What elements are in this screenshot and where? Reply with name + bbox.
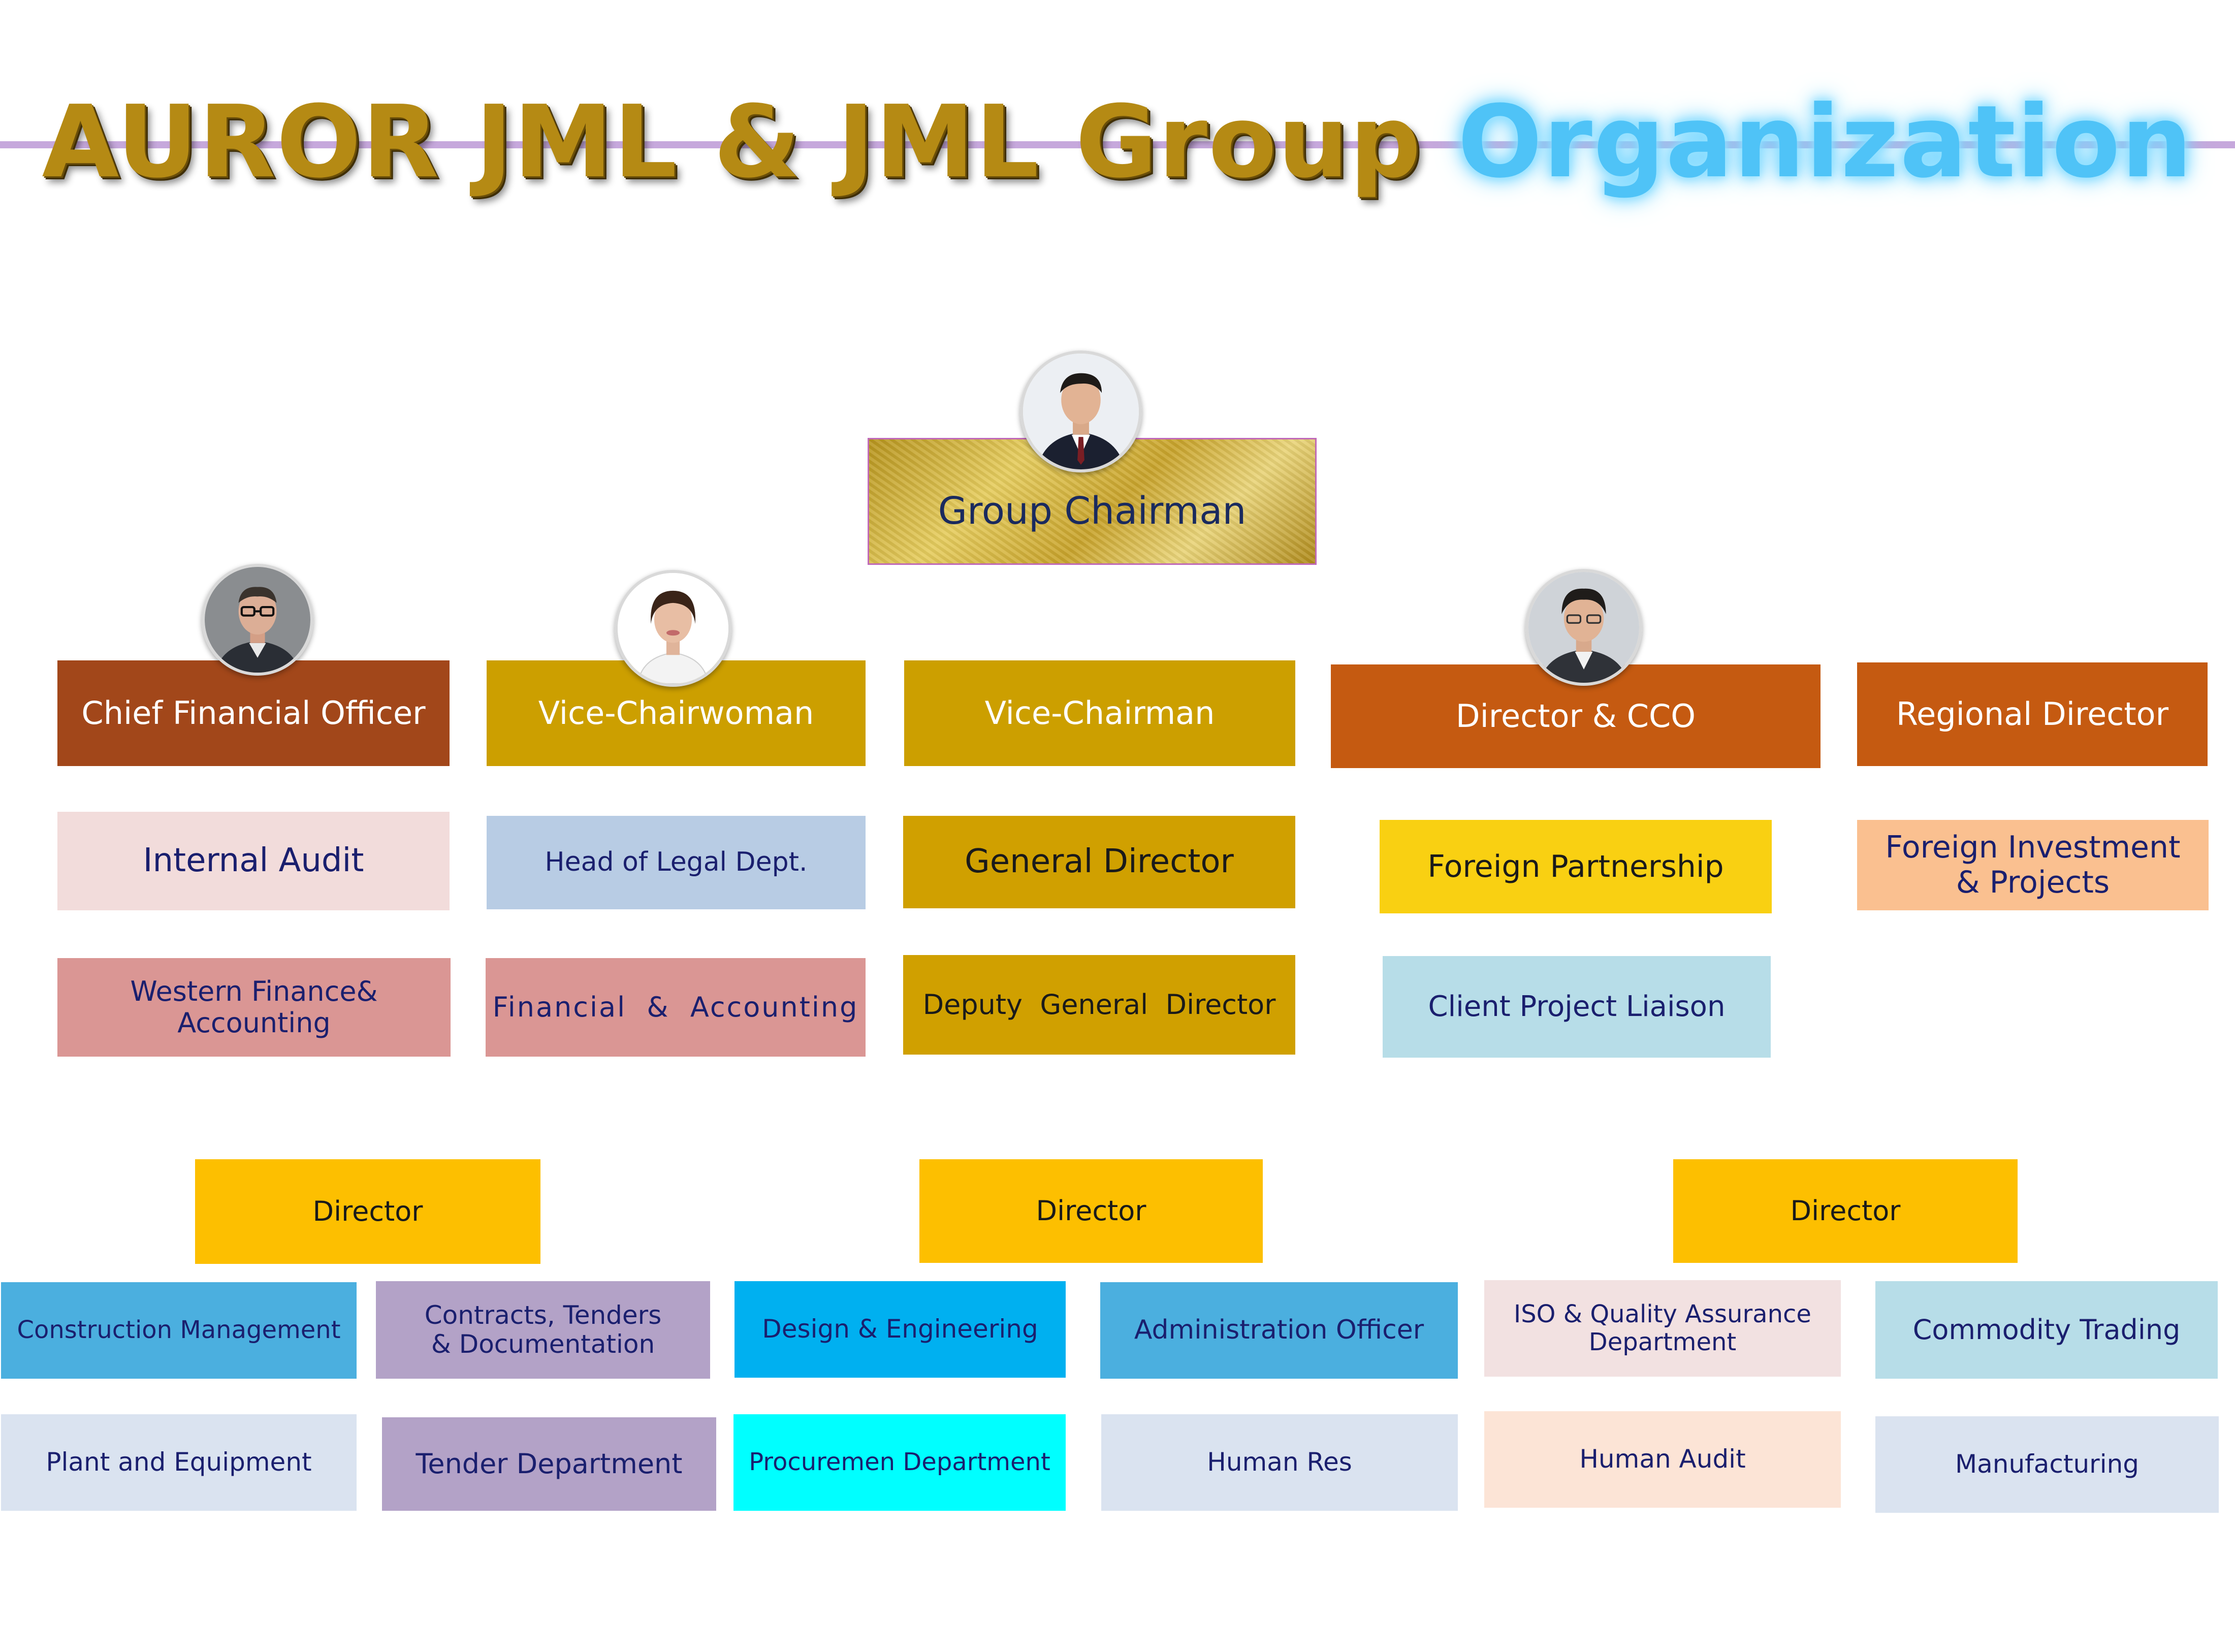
internal-audit-box[interactable]: Internal Audit xyxy=(57,812,450,910)
vice-chairman-box[interactable]: Vice-Chairman xyxy=(904,660,1295,766)
procurement-department-label: Procuremen Department xyxy=(749,1448,1050,1477)
director-label-1: Director xyxy=(312,1195,423,1227)
contracts-tenders-box[interactable]: Contracts, Tenders & Documentation xyxy=(376,1281,710,1379)
cfo-label: Chief Financial Officer xyxy=(81,694,426,732)
director-box-1[interactable]: Director xyxy=(195,1159,540,1264)
head-legal-label: Head of Legal Dept. xyxy=(545,847,808,878)
financial-accounting-label: Financial & Accounting xyxy=(492,991,859,1023)
contracts-tenders-label: Contracts, Tenders & Documentation xyxy=(424,1300,662,1359)
director-cco-portrait-icon xyxy=(1525,569,1642,686)
foreign-investment-box[interactable]: Foreign Investment & Projects xyxy=(1857,820,2209,910)
foreign-partnership-label: Foreign Partnership xyxy=(1427,848,1724,884)
construction-management-box[interactable]: Construction Management xyxy=(1,1282,357,1379)
group-chairman-label: Group Chairman xyxy=(938,489,1247,533)
director-cco-label: Director & CCO xyxy=(1455,697,1696,735)
financial-accounting-box[interactable]: Financial & Accounting xyxy=(486,958,866,1057)
commodity-trading-label: Commodity Trading xyxy=(1912,1313,2181,1346)
deputy-general-director-box[interactable]: Deputy General Director xyxy=(903,955,1295,1055)
deputy-general-director-label: Deputy General Director xyxy=(922,988,1276,1021)
director-box-3[interactable]: Director xyxy=(1673,1159,2018,1263)
administration-officer-box[interactable]: Administration Officer xyxy=(1100,1282,1458,1379)
vice-chairwoman-portrait-icon xyxy=(615,570,731,687)
cfo-box[interactable]: Chief Financial Officer xyxy=(57,660,450,766)
manufacturing-box[interactable]: Manufacturing xyxy=(1875,1416,2219,1513)
foreign-partnership-box[interactable]: Foreign Partnership xyxy=(1380,820,1772,913)
cfo-portrait-icon xyxy=(202,564,313,676)
manufacturing-label: Manufacturing xyxy=(1955,1449,2140,1479)
human-res-box[interactable]: Human Res xyxy=(1101,1414,1458,1511)
regional-director-box[interactable]: Regional Director xyxy=(1857,662,2208,766)
construction-management-label: Construction Management xyxy=(17,1316,341,1345)
plant-equipment-box[interactable]: Plant and Equipment xyxy=(1,1414,357,1511)
iso-quality-box[interactable]: ISO & Quality Assurance Department xyxy=(1484,1280,1841,1377)
director-label-3: Director xyxy=(1790,1194,1901,1227)
client-project-liaison-box[interactable]: Client Project Liaison xyxy=(1383,956,1771,1058)
design-engineering-box[interactable]: Design & Engineering xyxy=(735,1281,1066,1378)
human-audit-box[interactable]: Human Audit xyxy=(1484,1411,1841,1508)
chairman-portrait-icon xyxy=(1020,351,1142,472)
client-project-liaison-label: Client Project Liaison xyxy=(1428,990,1726,1023)
commodity-trading-box[interactable]: Commodity Trading xyxy=(1875,1281,2218,1379)
general-director-box[interactable]: General Director xyxy=(903,816,1295,908)
director-label-2: Director xyxy=(1036,1194,1146,1227)
iso-quality-label: ISO & Quality Assurance Department xyxy=(1514,1299,1811,1356)
title-main: AUROR JML & JML Group xyxy=(42,84,1422,200)
vice-chairman-label: Vice-Chairman xyxy=(984,694,1215,732)
human-res-label: Human Res xyxy=(1207,1447,1352,1477)
regional-director-label: Regional Director xyxy=(1896,695,2169,733)
western-finance-label: Western Finance& Accounting xyxy=(130,975,378,1039)
vice-chairwoman-label: Vice-Chairwoman xyxy=(538,694,814,732)
foreign-investment-label: Foreign Investment & Projects xyxy=(1885,830,2181,900)
general-director-label: General Director xyxy=(965,843,1234,881)
design-engineering-label: Design & Engineering xyxy=(762,1314,1038,1344)
plant-equipment-label: Plant and Equipment xyxy=(46,1447,312,1477)
director-box-2[interactable]: Director xyxy=(919,1159,1263,1263)
head-legal-box[interactable]: Head of Legal Dept. xyxy=(487,816,866,909)
procurement-department-box[interactable]: Procuremen Department xyxy=(733,1414,1066,1511)
title-accent: Organization xyxy=(1457,84,2193,200)
western-finance-box[interactable]: Western Finance& Accounting xyxy=(57,958,451,1057)
group-chairman-box[interactable]: Group Chairman xyxy=(868,438,1317,565)
title-rule xyxy=(0,141,2235,148)
administration-officer-label: Administration Officer xyxy=(1134,1315,1424,1346)
internal-audit-label: Internal Audit xyxy=(143,842,364,880)
tender-department-box[interactable]: Tender Department xyxy=(382,1417,716,1511)
tender-department-label: Tender Department xyxy=(416,1447,683,1480)
page-title: AUROR JML & JML Group Organization xyxy=(0,76,2235,208)
human-audit-label: Human Audit xyxy=(1579,1444,1746,1474)
